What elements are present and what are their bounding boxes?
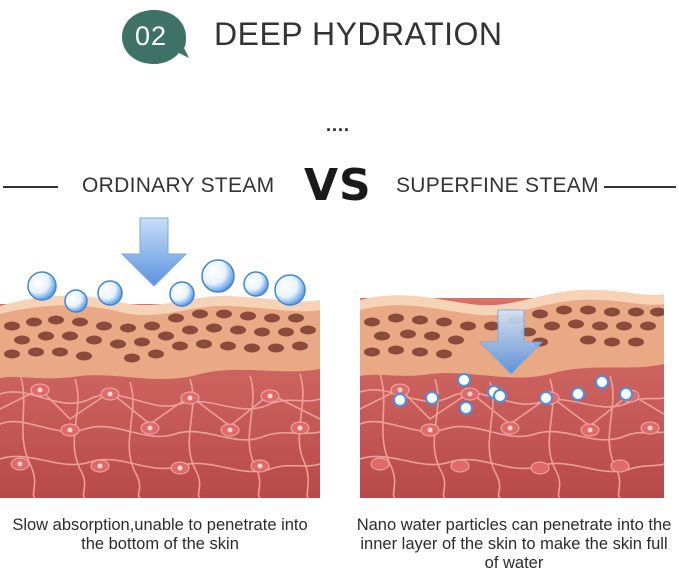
step-number: 02 [134,21,168,51]
vs-label: VS [304,160,372,211]
superfine-steam-skin-illustration [360,289,664,498]
steam-arrow-down-icon [478,309,544,375]
nano-water-droplets [393,373,633,415]
steam-arrow-down-icon [120,217,188,287]
label-superfine-steam: SUPERFINE STEAM [396,174,599,197]
caption-superfine-steam: Nano water particles can penetrate into … [356,516,672,572]
fiber-network-left [0,373,320,498]
cell-nuclei-left [17,387,303,471]
caption-ordinary-steam: Slow absorption,unable to penetrate into… [12,516,308,553]
divider-right [604,186,676,188]
ordinary-steam-skin-illustration [0,217,320,498]
large-water-droplets [27,259,306,313]
fat-cells-left [4,309,316,363]
separator-dots: .... [326,115,351,135]
section-title: DEEP HYDRATION [214,16,503,52]
step-badge [122,10,189,64]
label-ordinary-steam: ORDINARY STEAM [82,174,275,197]
divider-left [3,186,58,188]
